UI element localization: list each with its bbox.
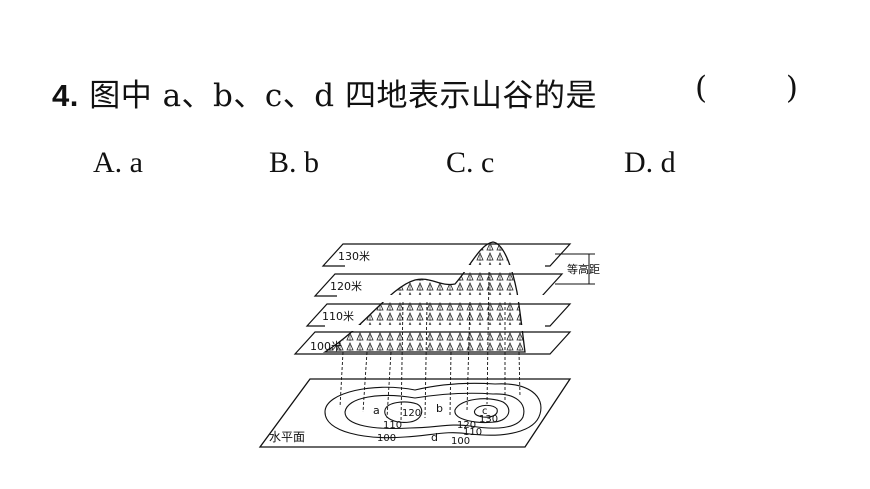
projection-line [424, 301, 428, 419]
contour-label-110: 110 [383, 420, 402, 431]
option-value: c [481, 146, 495, 179]
option-a[interactable]: A. a [93, 146, 143, 180]
contour-100 [324, 382, 542, 439]
projection-line [466, 301, 471, 411]
ground-plane [258, 378, 572, 448]
mountain-band [337, 295, 557, 302]
contour-120-right [454, 398, 510, 424]
plane-label-120: 120米 [330, 280, 362, 293]
option-letter: A. [93, 146, 123, 179]
projection-line [362, 351, 368, 413]
contour-120-left [384, 401, 423, 423]
point-d: d [431, 431, 438, 444]
contour-110 [344, 392, 525, 429]
contour-label-120: 120 [402, 408, 421, 419]
plane-label-130: 130米 [338, 250, 370, 263]
option-value: a [129, 146, 143, 179]
option-b[interactable]: B. b [269, 146, 319, 180]
question-text: 图中 a、b、c、d 四地表示山谷的是 [89, 78, 597, 114]
question-stem: 4. 图中 a、b、c、d 四地表示山谷的是 [52, 70, 597, 115]
point-a: a [373, 404, 380, 417]
plane-label-100: 100米 [310, 340, 342, 353]
projection-line [518, 351, 521, 398]
option-d[interactable]: D. d [624, 146, 676, 180]
option-c[interactable]: C. c [446, 146, 494, 180]
contour-130 [473, 404, 498, 418]
option-value: b [304, 146, 320, 179]
question-number: 4. [52, 78, 79, 113]
option-letter: B. [269, 146, 297, 179]
option-letter: C. [446, 146, 474, 179]
contour-label-110-right: 110 [463, 427, 482, 438]
contour-diagram: 130米 120米 110米 100米 等高距 水平面 a b c d 100 … [255, 232, 615, 461]
contour-label-100: 100 [377, 433, 396, 444]
contour-diagram-svg: 130米 120米 110米 100米 等高距 水平面 a b c d 100 … [258, 241, 600, 448]
projection-line [486, 271, 490, 405]
contour-label-100-right: 100 [451, 436, 470, 447]
option-value: d [660, 146, 676, 179]
mountain-band [345, 265, 545, 272]
contour-label-120-right: 120 [457, 420, 476, 431]
interval-label: 等高距 [567, 262, 600, 276]
option-letter: D. [624, 146, 654, 179]
answer-blank[interactable]: ( ) [695, 70, 799, 106]
point-c: c [482, 406, 488, 417]
contour-label-130: 130 [479, 414, 498, 425]
plane-label-110: 110米 [322, 310, 354, 323]
point-b: b [436, 402, 443, 415]
projection-line [449, 351, 452, 416]
mountain-band [325, 325, 545, 331]
ground-label: 水平面 [269, 430, 305, 444]
projection-line [386, 351, 392, 419]
